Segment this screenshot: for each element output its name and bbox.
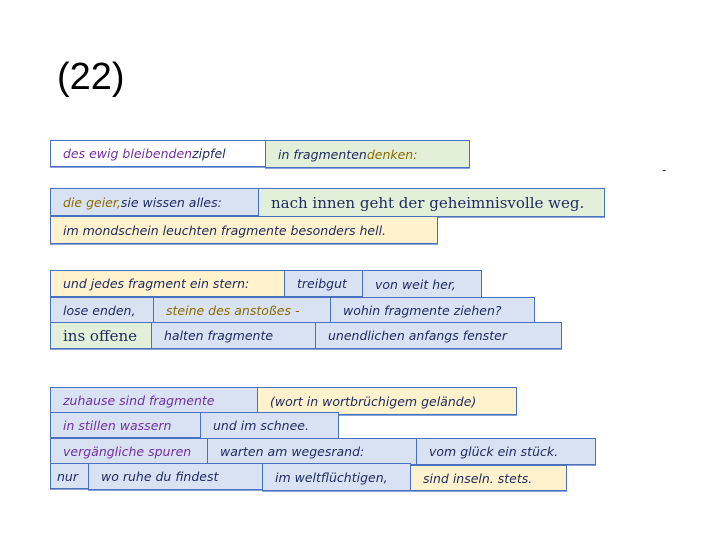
fragment-text: (wort in wortbrüchigem gelände) (270, 393, 477, 409)
fragment-text: steine des anstoßes - (166, 303, 300, 318)
fragment-strip: und jedes fragment ein stern: (50, 270, 285, 297)
fragment-text: treibgut (297, 276, 347, 291)
fragment-text: in stillen wassern (63, 417, 172, 433)
fragment-strip: und im schnee. (200, 412, 339, 439)
fragment-strip: warten am wegesrand: (207, 438, 417, 465)
fragment-strip: unendlichen anfangs fenster (315, 322, 562, 349)
fragment-strip: lose enden, (50, 297, 154, 324)
fragment-text: warten am wegesrand: (220, 444, 365, 459)
fragment-strip: die geier, sie wissen alles: (50, 188, 259, 216)
fragment-strip: vergängliche spuren (50, 438, 208, 464)
fragment-text: und jedes fragment ein stern: (63, 276, 250, 291)
fragment-text: des ewig bleibenden (63, 146, 193, 161)
fragment-text: die geier, (63, 194, 121, 210)
fragment-strip: in stillen wassern (50, 412, 201, 438)
fragment-strip: vom glück ein stück. (416, 438, 596, 465)
fragment-text: wo ruhe du findest (101, 469, 219, 484)
fragment-text: in fragmenten (278, 146, 367, 162)
fragment-text: halten fragmente (164, 328, 274, 343)
fragment-text: vom glück ein stück. (429, 444, 559, 459)
fragment-strip: (wort in wortbrüchigem gelände) (257, 387, 517, 415)
fragment-text: nach innen geht der geheimnisvolle weg. (271, 193, 585, 212)
fragment-text: sind inseln. stets. (423, 470, 533, 486)
slide-title: (22) (57, 56, 125, 98)
fragment-strip: steine des anstoßes - (153, 297, 331, 324)
fragment-text: zipfel (192, 146, 226, 161)
fragment-strip: nach innen geht der geheimnisvolle weg. (258, 188, 605, 217)
fragment-strip: zuhause sind fragmente (50, 387, 258, 413)
fragment-text: vergängliche spuren (63, 443, 192, 459)
fragment-text: von weit her, (375, 276, 456, 292)
fragment-strip: ins offene (50, 322, 152, 349)
dash-mark: - (662, 163, 667, 177)
fragment-text: lose enden, (63, 303, 136, 318)
fragment-text: im mondschein leuchten fragmente besonde… (63, 222, 387, 238)
fragment-text: zuhause sind fragmente (63, 392, 215, 408)
fragment-strip: halten fragmente (151, 322, 316, 349)
fragment-text: wohin fragmente ziehen? (343, 303, 502, 318)
fragment-strip: des ewig bleibenden zipfel (50, 140, 266, 167)
fragment-strip: treibgut (284, 270, 363, 297)
fragment-strip: nur (50, 463, 89, 489)
fragment-text: und im schnee. (213, 418, 309, 433)
fragment-text: nur (57, 468, 78, 484)
fragment-strip: wo ruhe du findest (88, 463, 263, 490)
fragment-text: denken: (366, 146, 418, 162)
fragment-strip: im weltflüchtigen, (262, 463, 411, 491)
fragment-text: ins offene (63, 326, 138, 345)
fragment-strip: in fragmenten denken: (265, 140, 470, 168)
fragment-text: unendlichen anfangs fenster (328, 328, 507, 343)
fragment-strip: im mondschein leuchten fragmente besonde… (50, 216, 438, 244)
fragment-text: im weltflüchtigen, (275, 469, 388, 485)
fragment-strip: von weit her, (362, 270, 482, 298)
fragment-text: sie wissen alles: (120, 194, 222, 210)
fragment-strip: wohin fragmente ziehen? (330, 297, 535, 324)
fragment-strip: sind inseln. stets. (410, 465, 567, 491)
